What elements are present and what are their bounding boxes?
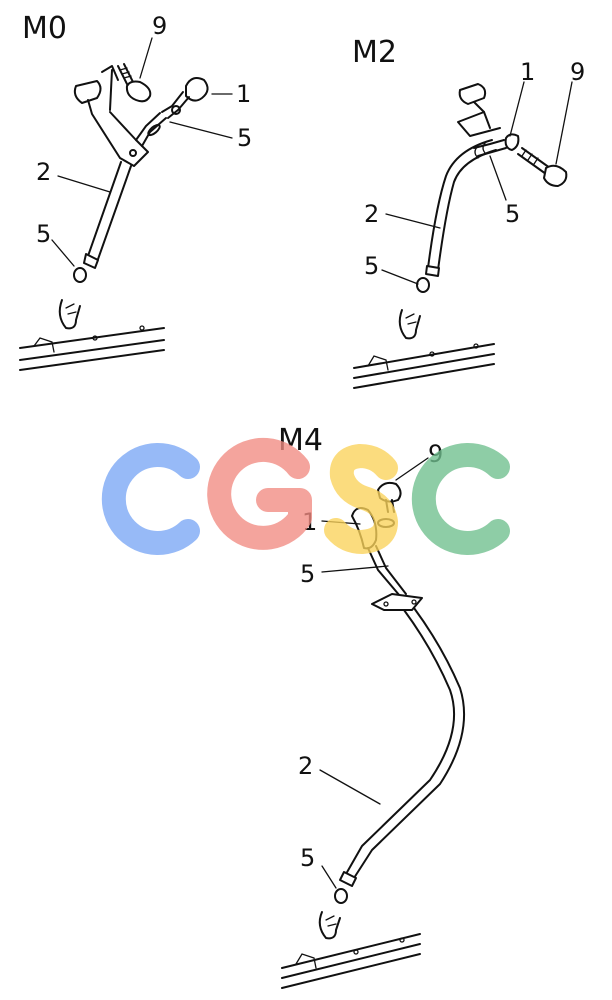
cgsc-watermark-logo bbox=[101, 437, 510, 555]
m2-bracket bbox=[457, 83, 501, 137]
m0-label-bolt: 9 bbox=[152, 12, 167, 40]
m0-label-dipstick: 1 bbox=[236, 80, 251, 108]
m0-dipstick bbox=[135, 77, 209, 147]
m0-bracket bbox=[73, 65, 149, 167]
m0-label-oring-lower: 5 bbox=[36, 220, 51, 248]
m4-label-oring-lower: 5 bbox=[300, 844, 315, 872]
panel-m2-title: M2 bbox=[352, 35, 397, 70]
panel-m0-title: M0 bbox=[22, 11, 67, 46]
m4-engine-block bbox=[281, 911, 421, 989]
m2-engine-block bbox=[353, 309, 495, 389]
m2-label-oring-lower: 5 bbox=[364, 252, 379, 280]
panel-m2: M2 bbox=[352, 35, 585, 389]
m0-label-tube: 2 bbox=[36, 158, 51, 186]
m2-label-oring-upper: 5 bbox=[505, 200, 520, 228]
m2-label-dipstick: 1 bbox=[520, 58, 535, 86]
m2-oring-lower bbox=[416, 277, 430, 293]
watermark-letter-g bbox=[207, 437, 312, 550]
watermark-letter-s bbox=[324, 443, 399, 555]
watermark-letter-c1 bbox=[101, 443, 200, 555]
m4-oring-lower bbox=[334, 888, 348, 904]
m4-bracket bbox=[371, 593, 423, 611]
m2-bolt bbox=[517, 147, 568, 187]
watermark-letter-c2 bbox=[411, 443, 510, 555]
m0-tube bbox=[83, 161, 132, 269]
m2-dipstick bbox=[473, 133, 520, 159]
m0-engine-block bbox=[19, 299, 165, 371]
panel-m0: M0 bbox=[19, 11, 252, 371]
m2-label-tube: 2 bbox=[364, 200, 379, 228]
m4-tube bbox=[339, 607, 466, 887]
m4-label-oring-upper: 5 bbox=[300, 560, 315, 588]
m0-bolt bbox=[117, 63, 152, 103]
m0-oring-lower bbox=[73, 267, 87, 283]
m0-label-oring-upper: 5 bbox=[237, 124, 252, 152]
m2-tube bbox=[425, 139, 497, 277]
m2-label-bolt: 9 bbox=[570, 58, 585, 86]
m4-label-tube: 2 bbox=[298, 752, 313, 780]
